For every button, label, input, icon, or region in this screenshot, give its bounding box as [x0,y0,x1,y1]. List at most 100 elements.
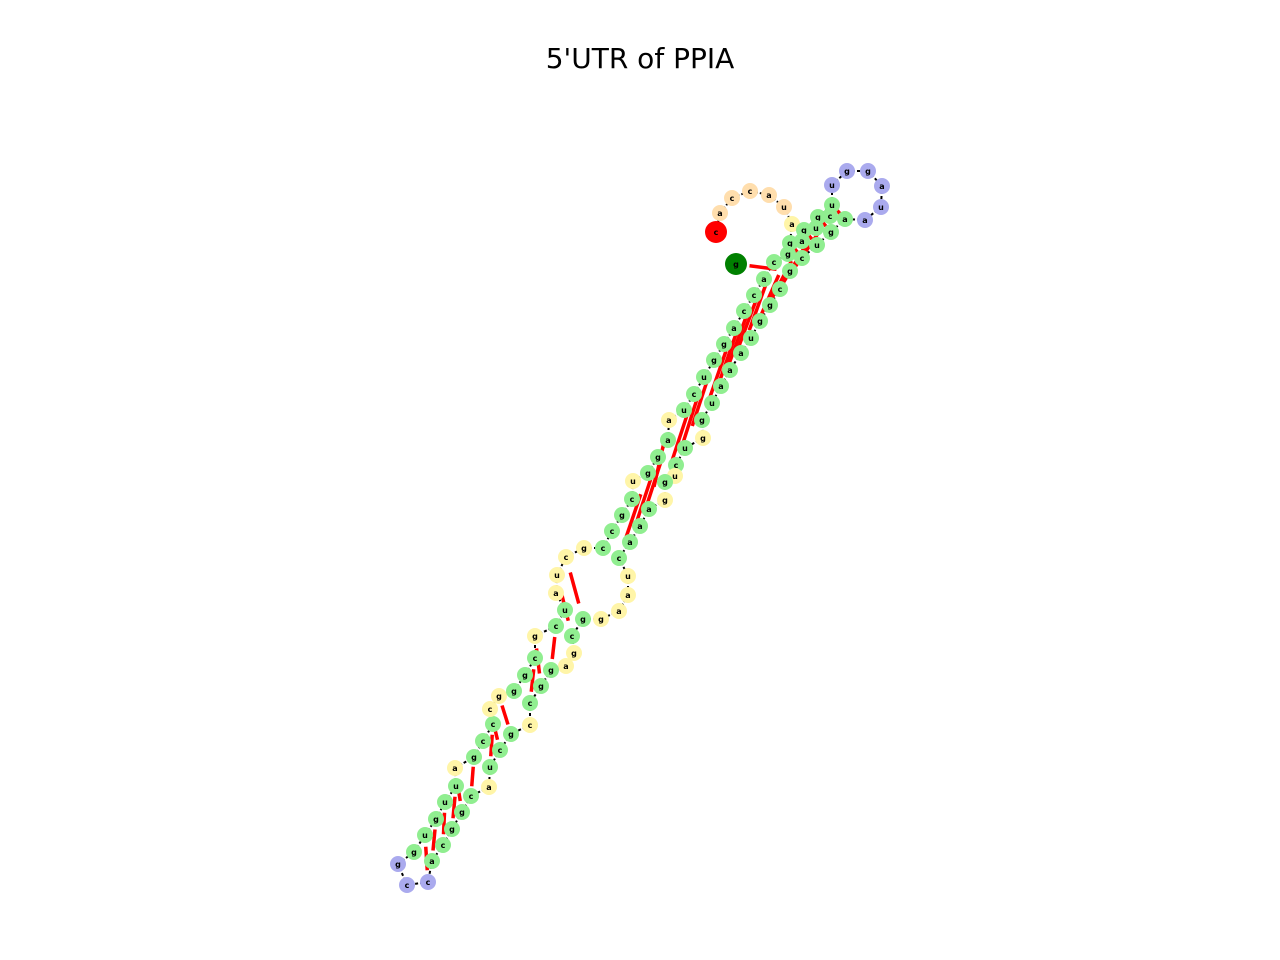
nucleotide: c [604,523,620,539]
nucleotide: a [481,779,497,795]
base-pair-bond [489,734,494,757]
nucleotide: c [794,250,810,266]
nucleotide: a [857,212,873,228]
nucleotide-label: g [787,267,793,276]
nucleotide-label: g [828,228,834,237]
nucleotide-label: c [772,258,777,267]
nucleotide: c [822,208,838,224]
nucleotide: g [782,263,798,279]
nucleotide-label: g [865,167,871,176]
nucleotide-label: c [674,461,679,470]
nucleotide: c [736,303,752,319]
nucleotide-label: u [672,472,678,481]
nucleotide-label: u [681,406,687,415]
nucleotide-label: a [486,783,491,792]
nucleotide-label: c [533,654,538,663]
nucleotide: a [641,501,657,517]
nucleotide: c [624,491,640,507]
nucleotide: g [706,352,722,368]
nucleotide: g [860,163,876,179]
base-pair-bond [708,350,728,398]
nucleotide: g [657,492,673,508]
nucleotide-label: a [879,182,884,191]
nucleotide-label: g [580,615,586,624]
nucleotide-label: c [601,544,606,553]
nucleotide-label: c [405,881,410,890]
nucleotide: c [522,695,538,711]
nucleotide: c [527,650,543,666]
nucleotide-label: c [748,187,753,196]
base-pair-bond [727,317,748,364]
nucleotide-label: g [767,301,773,310]
nucleotide-label: c [498,746,503,755]
nucleotide: g [593,611,609,627]
nucleotide-label: g [548,666,554,675]
nucleotide-label: g [433,815,439,824]
nucleotide-label: u [487,763,493,772]
nucleotide-label: u [709,399,715,408]
nucleotide-label: a [637,522,642,531]
nucleotide-label: g [571,649,577,658]
nucleotide-label: g [733,260,739,269]
three-prime-end-nucleotide: g [725,253,747,275]
nucleotide: g [454,804,470,820]
nucleotide-label: c [742,307,747,316]
nucleotide-label: u [829,181,835,190]
nucleotide-label: a [452,764,457,773]
nucleotide-label: a [616,607,621,616]
nucleotide-label: g [471,753,477,762]
nucleotide: u [808,220,824,236]
nucleotide: g [657,474,673,490]
nucleotide: u [625,473,641,489]
nucleotide: c [548,618,564,634]
nucleotide-label: a [789,220,794,229]
nucleotide: u [696,369,712,385]
nucleotide: a [660,432,676,448]
nucleotide-label: c [730,194,735,203]
base-pair-bond [681,398,699,444]
nucleotide: g [527,628,543,644]
nucleotide-label: c [714,228,719,237]
nucleotide: a [837,211,853,227]
nucleotide: a [558,658,574,674]
nucleotide: u [776,199,792,215]
nucleotide: g [839,163,855,179]
nucleotide: g [566,645,582,661]
nucleotide-label: g [581,544,587,553]
nucleotide: g [533,678,549,694]
nucleotide: c [463,788,479,804]
nucleotide: c [522,717,538,733]
nucleotide: g [491,688,507,704]
nucleotide-label: g [511,687,517,696]
nucleotide-label: a [553,589,558,598]
backbone-link [397,863,408,886]
nucleotide: a [620,587,636,603]
nucleotide-label: a [665,436,670,445]
nucleotide: u [482,759,498,775]
nucleotide-label: u [453,782,459,791]
nucleotide: g [575,611,591,627]
nucleotide: a [726,320,742,336]
nucleotide: a [784,216,800,232]
nucleotide-label: c [564,553,569,562]
nucleotide: a [611,603,627,619]
nucleotide: c [482,701,498,717]
nucleotide: a [424,853,440,869]
nucleotide-label: a [717,209,722,218]
nucleotide-label: g [700,434,706,443]
nucleotide: g [517,667,533,683]
base-pair-bond [441,812,447,835]
nucleotide: g [716,336,732,352]
nucleotide: g [640,465,656,481]
base-pair-bond [470,766,475,787]
base-pair-bond [635,477,653,522]
base-pair-bond [670,415,689,461]
nucleotide: a [794,233,810,249]
nucleotide-label: u [442,798,448,807]
nucleotide: a [874,178,890,194]
nucleotide-label: c [441,841,446,850]
nucleotide-label: c [778,285,783,294]
base-pair-bond [736,301,758,348]
nucleotide-label: c [752,291,757,300]
nucleotide-label: u [630,477,636,486]
